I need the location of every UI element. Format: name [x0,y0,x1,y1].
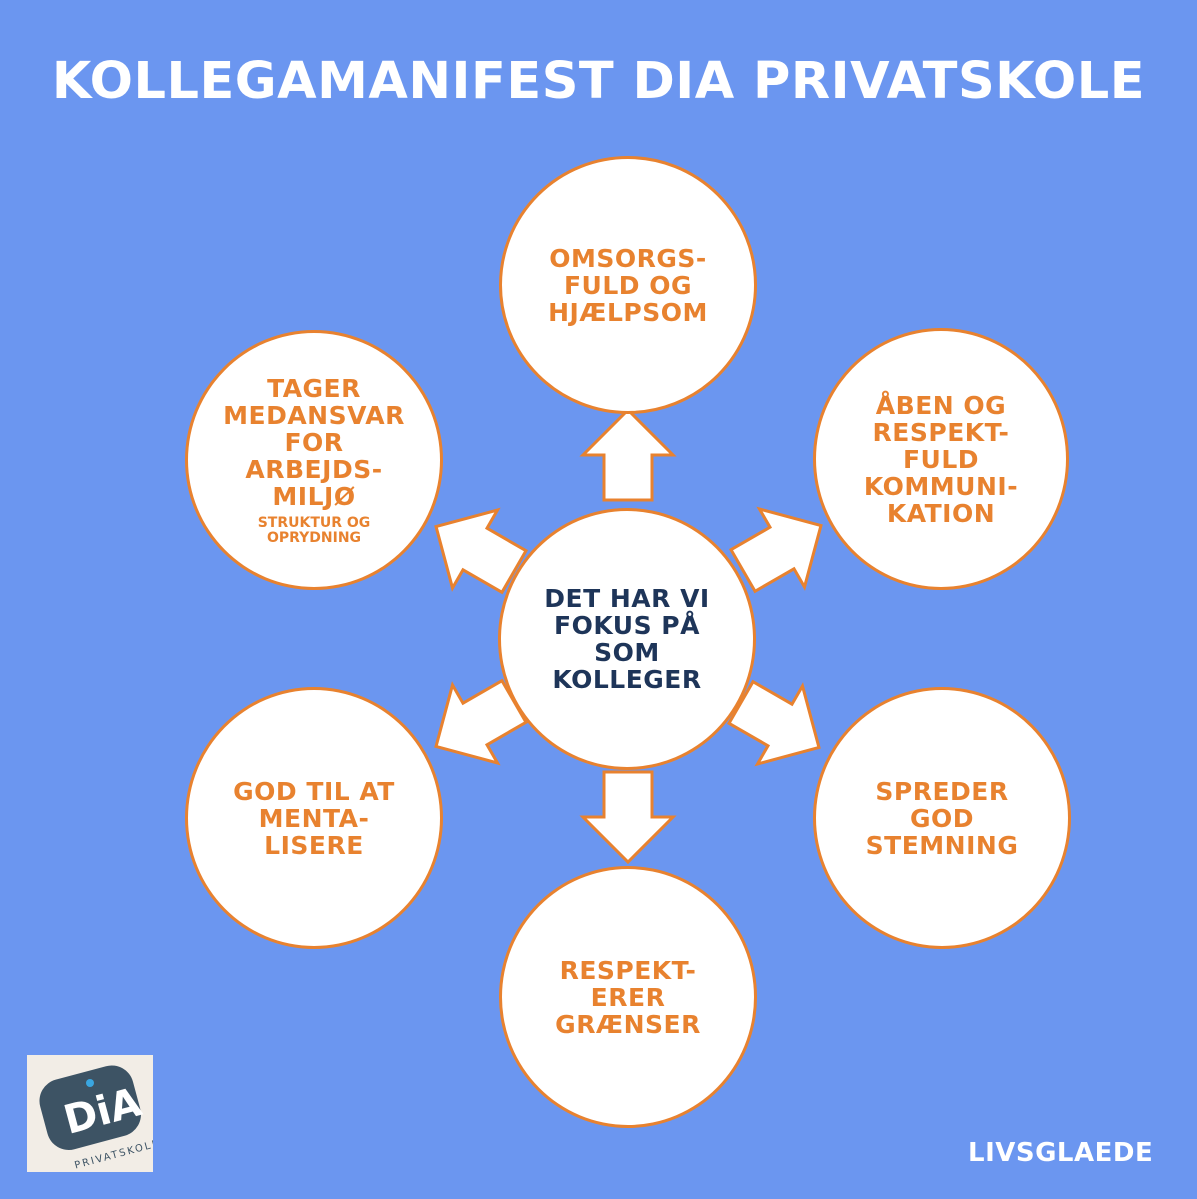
node-bottom-right: SPREDER GOD STEMNING [813,687,1071,949]
node-sublabel: STRUKTUR OG OPRYDNING [257,514,371,546]
arrow-down-icon [581,770,675,864]
node-label: SPREDER GOD STEMNING [865,776,1019,860]
page-title: KOLLEGAMANIFEST DIA PRIVATSKOLE [51,52,1146,111]
logo-mark: DiA PRIVATSKOLE [39,1065,162,1172]
node-top-left: TAGER MEDANSVAR FOR ARBEJDS- MILJØ STRUK… [185,330,443,590]
node-bottom: RESPEKT- ERER GRÆNSER [499,866,757,1128]
arrow-up-icon [581,408,675,502]
node-bottom-left: GOD TIL AT MENTA- LISERE [185,687,443,949]
logo-dot-icon [86,1079,94,1087]
node-label: GOD TIL AT MENTA- LISERE [233,776,395,860]
center-node: DET HAR VI FOKUS PÅ SOM KOLLEGER [498,508,756,770]
node-label: ÅBEN OG RESPEKT- FULD KOMMUNI- KATION [863,390,1019,528]
center-label: DET HAR VI FOKUS PÅ SOM KOLLEGER [544,584,710,694]
node-top-right: ÅBEN OG RESPEKT- FULD KOMMUNI- KATION [813,328,1069,590]
dia-logo: DiA PRIVATSKOLE [27,1055,162,1172]
node-top: OMSORGS- FULD OG HJÆLPSOM [499,156,757,414]
footer-text: LIVSGLAEDE [968,1138,1154,1168]
node-label: TAGER MEDANSVAR FOR ARBEJDS- MILJØ [223,373,405,511]
node-label: OMSORGS- FULD OG HJÆLPSOM [548,243,708,327]
node-label: RESPEKT- ERER GRÆNSER [555,955,701,1039]
